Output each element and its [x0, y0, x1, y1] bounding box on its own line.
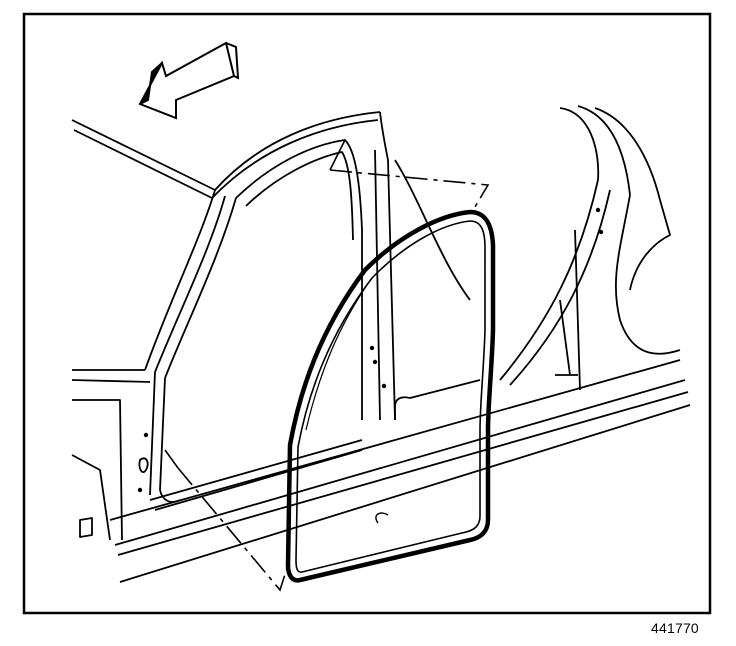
- leader-lines: [177, 169, 490, 592]
- figure-id-label: 441770: [651, 620, 699, 636]
- pillar-fastener-holes: [137, 207, 604, 493]
- front-direction-arrow-icon: [138, 41, 240, 120]
- figure-frame: [22, 12, 712, 615]
- leader-line-ends: [164, 139, 346, 469]
- weatherstrip-seal: [285, 209, 496, 583]
